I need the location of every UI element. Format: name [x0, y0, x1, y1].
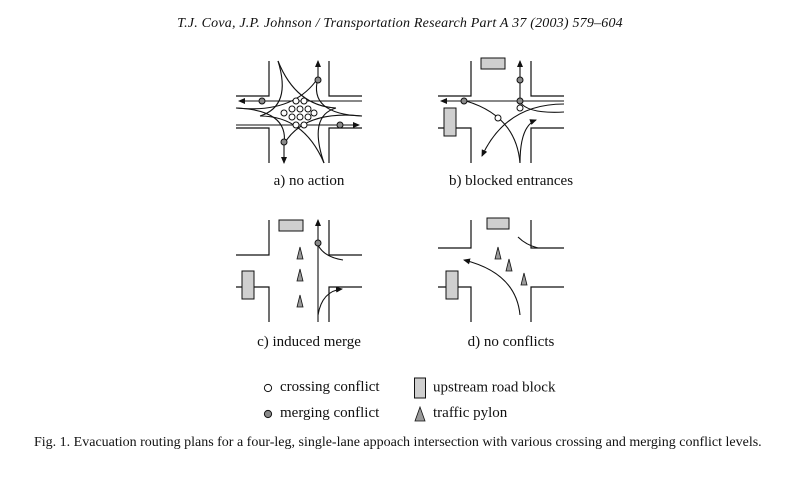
legend-label-traffic-pylon: traffic pylon [433, 405, 508, 421]
panel-no-action [234, 56, 384, 168]
legend-label-upstream-road-block: upstream road block [433, 379, 556, 396]
intersection-diagram-no-conflicts [438, 217, 564, 322]
intersection-diagram-blocked-entrances [438, 57, 565, 164]
legend-label-merging-conflict: merging conflict [280, 405, 380, 421]
panel-blocked-entrances [436, 56, 586, 168]
running-head: T.J. Cova, J.P. Johnson / Transportation… [177, 16, 623, 31]
panel-no-conflicts [436, 215, 586, 327]
panel-induced-merge [234, 215, 384, 327]
merging-conflicts [314, 239, 322, 247]
legend-merging-conflict: merging conflict [262, 403, 379, 423]
traffic-pylon-icon [414, 405, 426, 421]
intersection-diagram-no-action [235, 60, 363, 164]
merging-conflict-icon [263, 409, 273, 418]
road-blocks [445, 217, 510, 300]
road-edges [236, 61, 362, 163]
crossing-conflicts [494, 104, 524, 122]
crossing-conflicts [280, 97, 318, 129]
traffic-paths [235, 60, 363, 164]
crossing-conflict-icon [263, 383, 273, 392]
figure-caption: Fig. 1. Evacuation routing plans for a f… [34, 435, 762, 450]
road-blocks [241, 219, 304, 300]
road-blocks [443, 57, 506, 137]
legend-traffic-pylon: traffic pylon [413, 403, 507, 423]
traffic-pylons [296, 246, 304, 308]
traffic-paths [463, 236, 539, 316]
legend-upstream-road-block: upstream road block [413, 377, 556, 399]
panel-label-b: b) blocked entrances [448, 173, 574, 189]
merging-conflicts [258, 76, 344, 146]
legend-crossing-conflict: crossing conflict [262, 377, 380, 397]
traffic-pylons [494, 246, 528, 286]
panel-label-c: c) induced merge [257, 334, 361, 350]
merging-conflicts [460, 76, 524, 105]
legend-label-crossing-conflict: crossing conflict [280, 379, 380, 395]
traffic-paths [440, 60, 565, 164]
road-block-icon [414, 377, 426, 399]
panel-label-a: a) no action [273, 173, 345, 189]
intersection-diagram-induced-merge [236, 219, 362, 322]
panel-label-d: d) no conflicts [467, 334, 555, 350]
road-edges [236, 220, 362, 322]
traffic-paths [315, 219, 344, 322]
